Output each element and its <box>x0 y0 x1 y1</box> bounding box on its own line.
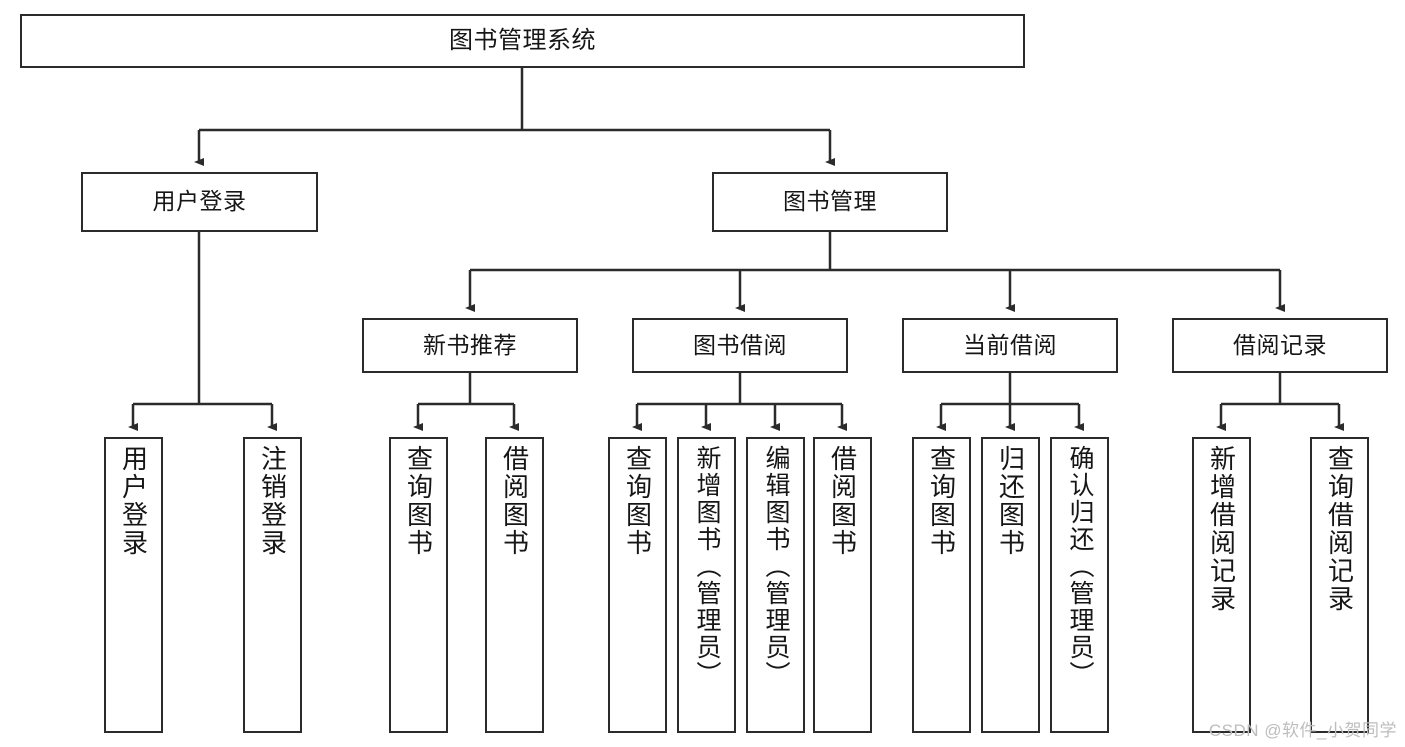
csdn-watermark: CSDN @软件_小贺同学 <box>1208 721 1397 740</box>
node-label: 查询图书 <box>403 445 434 557</box>
leaf-node-confirm-return-admin[interactable]: 确认归还（管理员） <box>1050 437 1109 733</box>
node-label: 查询借阅记录 <box>1324 445 1355 613</box>
node-label: 新增图书（管理员） <box>693 445 721 688</box>
node-label: 编辑图书（管理员） <box>762 445 790 688</box>
leaf-node-borrow-book[interactable]: 借阅图书 <box>813 437 872 733</box>
node-root-book-management-system[interactable]: 图书管理系统 <box>20 14 1025 68</box>
leaf-node-query-book-current[interactable]: 查询图书 <box>912 437 971 733</box>
node-label: 用户登录 <box>152 188 247 215</box>
node-label: 图书管理 <box>783 188 877 215</box>
node-label: 借阅图书 <box>827 445 858 557</box>
node-user-login[interactable]: 用户登录 <box>81 172 318 232</box>
node-label: 借阅图书 <box>499 445 530 557</box>
leaf-node-logout[interactable]: 注销登录 <box>243 437 302 733</box>
leaf-node-user-login[interactable]: 用户登录 <box>104 437 163 733</box>
node-label: 确认归还（管理员） <box>1066 445 1094 688</box>
leaf-node-query-book-borrow[interactable]: 查询图书 <box>608 437 667 733</box>
node-label: 图书借阅 <box>693 331 787 358</box>
node-label: 借阅记录 <box>1233 331 1327 358</box>
node-label: 新书推荐 <box>423 331 517 358</box>
node-label: 归还图书 <box>995 445 1026 557</box>
node-label: 图书管理系统 <box>449 26 596 54</box>
node-new-book-recommendation[interactable]: 新书推荐 <box>362 318 578 373</box>
leaf-node-borrow-book-new[interactable]: 借阅图书 <box>485 437 544 733</box>
node-current-borrow[interactable]: 当前借阅 <box>902 318 1118 373</box>
leaf-node-edit-book-admin[interactable]: 编辑图书（管理员） <box>746 437 805 733</box>
leaf-node-query-borrow-record[interactable]: 查询借阅记录 <box>1310 437 1369 733</box>
node-borrow-record[interactable]: 借阅记录 <box>1172 318 1388 373</box>
leaf-node-query-book-new[interactable]: 查询图书 <box>389 437 448 733</box>
leaf-node-add-borrow-record[interactable]: 新增借阅记录 <box>1192 437 1251 733</box>
node-label: 当前借阅 <box>963 331 1057 358</box>
leaf-node-return-book[interactable]: 归还图书 <box>981 437 1040 733</box>
node-label: 查询图书 <box>622 445 653 557</box>
node-book-management[interactable]: 图书管理 <box>712 172 948 232</box>
leaf-node-add-book-admin[interactable]: 新增图书（管理员） <box>677 437 736 733</box>
node-book-borrow[interactable]: 图书借阅 <box>632 318 848 373</box>
node-label: 新增借阅记录 <box>1206 445 1237 613</box>
node-label: 注销登录 <box>257 445 288 557</box>
node-label: 查询图书 <box>926 445 957 557</box>
node-label: 用户登录 <box>118 445 149 557</box>
